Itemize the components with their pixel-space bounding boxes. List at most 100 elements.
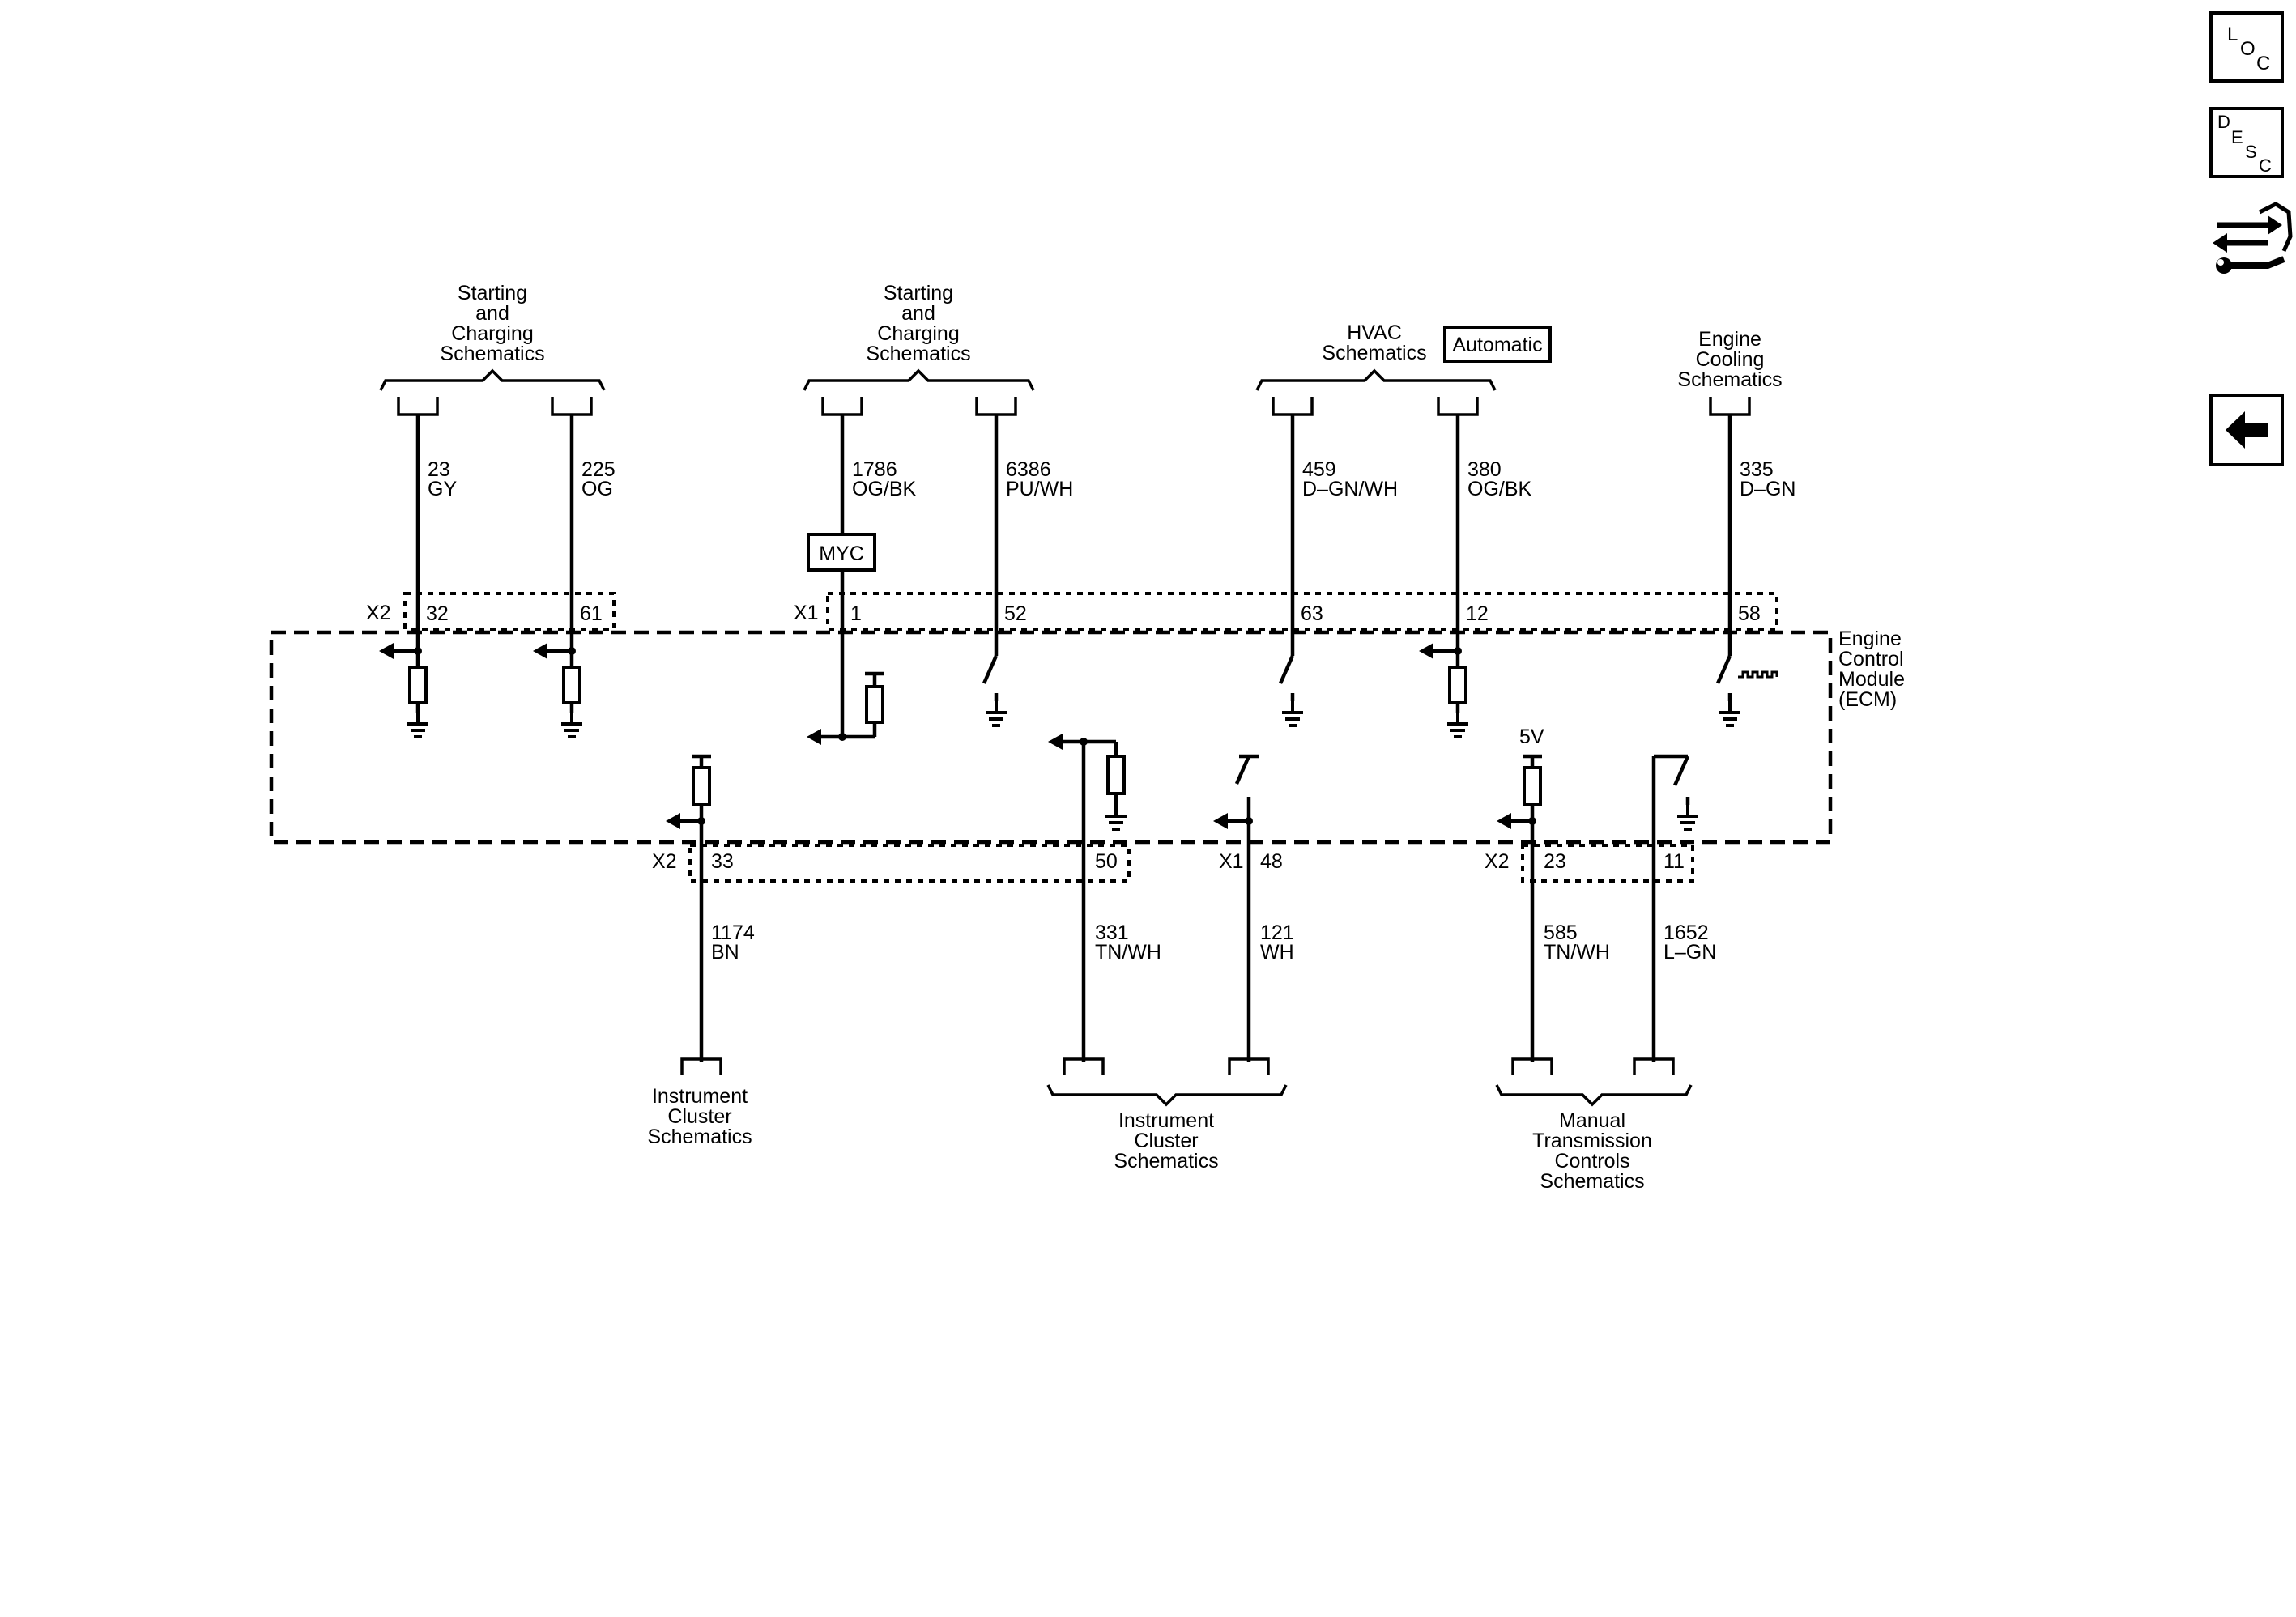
svg-text:HVAC: HVAC bbox=[1347, 321, 1402, 344]
svg-text:Schematics: Schematics bbox=[1114, 1150, 1218, 1172]
svg-text:1: 1 bbox=[850, 602, 862, 625]
bottom-group-instrument-cluster-2[interactable]: Instrument Cluster Schematics bbox=[1046, 1084, 1288, 1172]
desc-button[interactable]: D E S C bbox=[2209, 107, 2284, 178]
connector-x1-top bbox=[826, 592, 1778, 631]
svg-text:TN/WH: TN/WH bbox=[1095, 941, 1161, 964]
connector-x2-top-label: X2 bbox=[366, 602, 391, 624]
svg-text:Transmission: Transmission bbox=[1532, 1130, 1652, 1152]
connector-x2-bottom-right bbox=[1521, 844, 1694, 883]
svg-text:33: 33 bbox=[711, 850, 734, 873]
svg-text:D–GN: D–GN bbox=[1740, 478, 1795, 500]
svg-text:OG: OG bbox=[581, 478, 613, 500]
wire-225-og: 225 OG 61 bbox=[533, 397, 616, 738]
loc-letter-o: O bbox=[2240, 38, 2256, 60]
svg-text:12: 12 bbox=[1466, 602, 1489, 625]
svg-text:Module: Module bbox=[1838, 668, 1905, 691]
connector-x1-bottom-label: X1 bbox=[1219, 850, 1244, 873]
connector-x2-top bbox=[403, 592, 616, 631]
wire-380-og-bk: 380 OG/BK 12 bbox=[1419, 397, 1532, 738]
bottom-group-instrument-cluster-1[interactable]: Instrument Cluster Schematics bbox=[647, 1085, 752, 1148]
svg-text:Starting: Starting bbox=[458, 282, 527, 304]
svg-text:11: 11 bbox=[1663, 850, 1685, 873]
ecm-boundary bbox=[269, 630, 1833, 845]
top-group-hvac[interactable]: HVAC Schematics Automatic bbox=[1255, 321, 1552, 391]
bottom-group-manual-transmission[interactable]: Manual Transmission Controls Schematics bbox=[1495, 1084, 1693, 1193]
connector-x2-bottom-right-label: X2 bbox=[1485, 850, 1510, 873]
svg-text:585: 585 bbox=[1544, 921, 1578, 944]
wire-121-wh: 48 121 WH bbox=[1213, 754, 1294, 1075]
svg-text:Schematics: Schematics bbox=[1677, 368, 1782, 391]
ecm-label: Engine Control Module (ECM) bbox=[1838, 628, 1905, 711]
svg-text:OG/BK: OG/BK bbox=[852, 478, 917, 500]
svg-text:GY: GY bbox=[428, 478, 457, 500]
five-volt-label: 5V bbox=[1519, 726, 1544, 748]
svg-text:23: 23 bbox=[1544, 850, 1566, 873]
svg-text:Charging: Charging bbox=[451, 322, 533, 345]
top-group-engine-cooling[interactable]: Engine Cooling Schematics bbox=[1677, 328, 1782, 391]
myc-label: MYC bbox=[819, 543, 864, 565]
svg-text:48: 48 bbox=[1260, 850, 1283, 873]
wire-1652-l-gn: 11 1652 L–GN bbox=[1633, 754, 1716, 1075]
myc-box bbox=[807, 533, 876, 572]
svg-text:61: 61 bbox=[580, 602, 603, 625]
svg-text:Charging: Charging bbox=[877, 322, 959, 345]
loc-letter-l: L bbox=[2227, 23, 2238, 45]
svg-text:Schematics: Schematics bbox=[1322, 342, 1426, 364]
back-button[interactable] bbox=[2209, 394, 2284, 466]
svg-text:Starting: Starting bbox=[884, 282, 953, 304]
svg-text:and: and bbox=[475, 302, 509, 325]
wire-1174-bn: 33 1174 BN bbox=[666, 754, 755, 1075]
svg-text:Manual: Manual bbox=[1559, 1109, 1625, 1132]
svg-text:and: and bbox=[901, 302, 935, 325]
svg-text:Cluster: Cluster bbox=[1134, 1130, 1198, 1152]
svg-text:BN: BN bbox=[711, 941, 739, 964]
svg-text:TN/WH: TN/WH bbox=[1544, 941, 1610, 964]
wire-1786-og-bk: MYC 1786 OG/BK 1 bbox=[807, 397, 917, 745]
pulse-waveform-icon bbox=[1738, 670, 1778, 679]
loc-button[interactable]: L O C bbox=[2209, 11, 2284, 83]
svg-text:335: 335 bbox=[1740, 458, 1774, 481]
connector-repair-button[interactable] bbox=[2213, 202, 2293, 274]
svg-text:1786: 1786 bbox=[852, 458, 897, 481]
svg-text:D–GN/WH: D–GN/WH bbox=[1302, 478, 1398, 500]
desc-letter-e: E bbox=[2231, 127, 2243, 147]
connector-x2-bottom-left-label: X2 bbox=[652, 850, 677, 873]
svg-text:52: 52 bbox=[1004, 602, 1027, 625]
svg-text:Cooling: Cooling bbox=[1696, 348, 1765, 371]
desc-letter-s: S bbox=[2245, 142, 2257, 162]
top-group-starting-charging-1[interactable]: Starting and Charging Schematics bbox=[379, 282, 606, 391]
wire-6386-pu-wh: 6386 PU/WH 52 bbox=[975, 397, 1073, 727]
svg-text:OG/BK: OG/BK bbox=[1467, 478, 1532, 500]
wire-585-tn-wh: 5V 23 585 TN/WH bbox=[1497, 726, 1610, 1075]
svg-text:Control: Control bbox=[1838, 648, 1904, 670]
svg-text:1174: 1174 bbox=[711, 921, 755, 944]
top-group-starting-charging-2[interactable]: Starting and Charging Schematics bbox=[803, 282, 1035, 391]
svg-text:WH: WH bbox=[1260, 941, 1294, 964]
svg-text:PU/WH: PU/WH bbox=[1006, 478, 1073, 500]
connector-x2-bottom-left bbox=[688, 844, 1131, 883]
wire-331-tn-wh: 50 331 TN/WH bbox=[1048, 734, 1161, 1075]
svg-text:23: 23 bbox=[428, 458, 450, 481]
svg-text:32: 32 bbox=[426, 602, 449, 625]
loc-letter-c: C bbox=[2256, 53, 2270, 74]
wire-335-d-gn: 335 D–GN 58 bbox=[1709, 397, 1795, 727]
svg-text:Schematics: Schematics bbox=[1540, 1170, 1644, 1193]
svg-text:Schematics: Schematics bbox=[647, 1126, 752, 1148]
arrow-left-icon bbox=[2226, 411, 2268, 449]
svg-text:50: 50 bbox=[1095, 850, 1118, 873]
connector-repair-icon bbox=[2213, 202, 2293, 274]
svg-text:459: 459 bbox=[1302, 458, 1336, 481]
svg-text:Schematics: Schematics bbox=[440, 343, 544, 365]
svg-text:225: 225 bbox=[581, 458, 616, 481]
svg-text:331: 331 bbox=[1095, 921, 1129, 944]
svg-text:380: 380 bbox=[1467, 458, 1502, 481]
svg-text:Instrument: Instrument bbox=[1118, 1109, 1214, 1132]
wire-459-d-gn-wh: 459 D–GN/WH 63 bbox=[1272, 397, 1398, 727]
desc-letter-d: D bbox=[2217, 112, 2230, 132]
svg-text:Schematics: Schematics bbox=[866, 343, 970, 365]
svg-text:Cluster: Cluster bbox=[667, 1105, 731, 1128]
svg-text:6386: 6386 bbox=[1006, 458, 1051, 481]
svg-text:(ECM): (ECM) bbox=[1838, 688, 1897, 711]
svg-text:Engine: Engine bbox=[1698, 328, 1761, 351]
